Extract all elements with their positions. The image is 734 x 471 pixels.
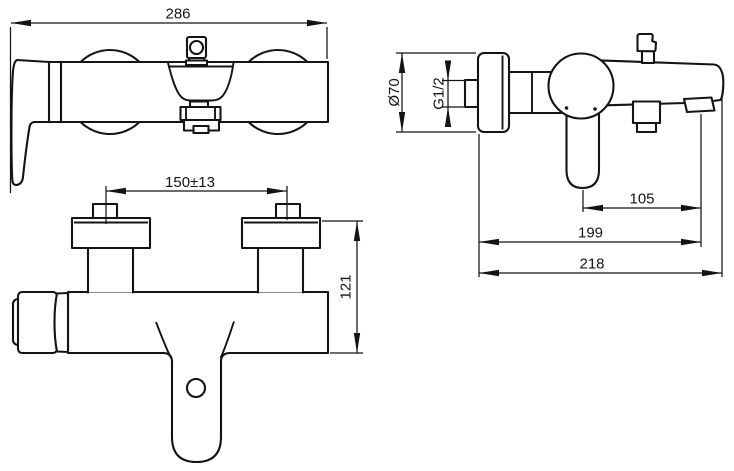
arrow-left-icon <box>11 19 31 27</box>
plan-dim-height: 121 <box>322 220 363 354</box>
front-diverter-knob-hole <box>188 39 205 56</box>
side-spout-body <box>594 59 725 107</box>
arrow-up-icon <box>398 53 406 73</box>
front-view: 286 <box>9 6 330 193</box>
side-thread-nipple <box>463 78 480 109</box>
plan-lever-flare-left <box>155 321 173 359</box>
side-dim-wall-to-spout-tip: 218 <box>479 256 722 277</box>
arrow-down-icon <box>444 60 452 81</box>
plan-left-wall-connection <box>70 202 152 294</box>
plan-right-wall-connection <box>240 202 322 294</box>
arrow-right-icon <box>681 204 701 212</box>
arrow-up-icon <box>444 107 452 127</box>
arrow-left-icon <box>479 269 499 277</box>
dim-label-overall-width: 286 <box>165 6 190 23</box>
plan-dim-hole-spacing: 150±13 <box>105 174 288 224</box>
side-dim-wall-to-outlet: 199 <box>479 225 701 246</box>
arrow-right-icon <box>681 238 701 246</box>
front-diverter-knob <box>184 35 209 67</box>
side-spout-outlet <box>682 96 716 114</box>
side-diverter-knob <box>636 32 658 65</box>
front-lever-handle <box>10 58 51 187</box>
arrow-right-icon <box>267 187 287 195</box>
arrow-left-icon <box>479 238 499 246</box>
side-lever-handle <box>565 98 601 190</box>
dim-label-height: 121 <box>338 274 355 299</box>
plan-handle-cone <box>53 291 70 354</box>
side-handle-escutcheon <box>547 52 615 120</box>
arrow-down-icon <box>398 112 406 132</box>
plan-view: 150±13 121 <box>11 174 363 464</box>
plan-handle-knob <box>16 290 59 355</box>
side-hose-connector <box>631 100 662 134</box>
plan-mixer-body-and-lever <box>66 290 330 464</box>
arrow-down-icon <box>353 333 361 353</box>
arrow-left-icon <box>106 187 126 195</box>
dim-label-flange-diameter: Ø70 <box>386 78 403 106</box>
side-dim-thread-size: G1/2 <box>431 60 464 127</box>
side-wall-flange <box>476 51 511 134</box>
plan-lever-flare-right <box>219 321 235 359</box>
side-dim-flange-diameter: Ø70 <box>386 52 476 133</box>
dim-label-hole-spacing: 150±13 <box>165 174 215 191</box>
arrow-up-icon <box>353 221 361 241</box>
side-dim-handle-to-spout: 105 <box>583 191 701 212</box>
dim-label-thread-size: G1/2 <box>431 77 448 110</box>
plan-lever-hole <box>185 377 207 399</box>
dim-label-handle-to-spout: 105 <box>629 191 654 208</box>
side-escutcheon-dot-left <box>564 106 569 110</box>
dim-label-wall-to-outlet: 199 <box>578 225 603 242</box>
arrow-right-icon <box>702 269 722 277</box>
side-view: Ø70 G1/2 105 199 <box>386 32 725 277</box>
side-escutcheon-dot-right <box>593 107 597 111</box>
dim-label-wall-to-spout-tip: 218 <box>579 256 604 273</box>
front-dim-overall-width: 286 <box>9 6 328 193</box>
arrow-left-icon <box>583 204 603 212</box>
front-hose-connector <box>179 100 222 135</box>
arrow-right-icon <box>307 19 327 27</box>
